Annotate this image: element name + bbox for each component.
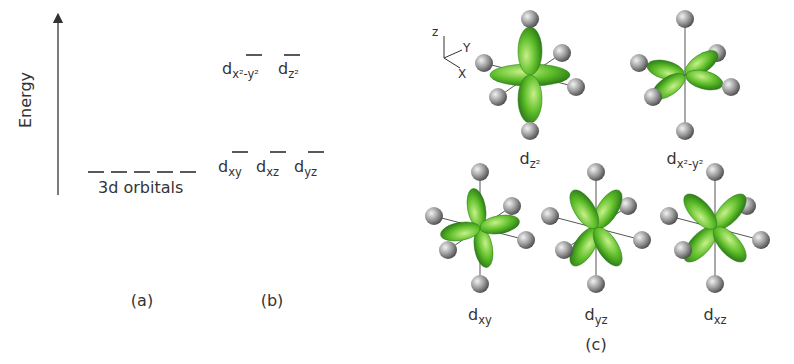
orbital-figure xyxy=(425,163,535,293)
energy-level xyxy=(111,171,127,173)
axis-label: X xyxy=(458,68,466,81)
orbital-label: dz² xyxy=(278,60,299,78)
caption-label: (a) xyxy=(131,292,153,310)
energy-level xyxy=(284,54,300,56)
energy-level xyxy=(157,171,173,173)
axes-icon xyxy=(444,36,462,68)
energy-axis xyxy=(57,18,58,195)
orbital-label: dxz xyxy=(703,306,726,324)
caption-label: Energy xyxy=(17,72,35,128)
caption-label: (c) xyxy=(585,336,606,354)
energy-level xyxy=(308,151,324,153)
caption-label: 3d orbitals xyxy=(98,179,183,197)
caption-label: (b) xyxy=(261,292,284,310)
orbital-label: dxy xyxy=(468,306,492,324)
orbital-figure xyxy=(541,163,651,293)
orbital-label: dx²-y² xyxy=(667,150,704,168)
axis-label: z xyxy=(432,26,438,39)
energy-level xyxy=(134,171,150,173)
orbital-label: dxz xyxy=(256,158,279,176)
energy-level xyxy=(180,171,196,173)
orbital-label: dx²-y² xyxy=(222,60,259,78)
axis-label: Y xyxy=(463,42,470,55)
energy-level xyxy=(88,171,104,173)
orbital-label: dz² xyxy=(520,150,541,168)
orbital-figure xyxy=(630,10,740,140)
energy-level xyxy=(246,54,262,56)
orbital-label: dyz xyxy=(294,158,317,176)
orbital-label: dxy xyxy=(218,158,242,176)
orbital-figure xyxy=(660,163,770,293)
orbital-figure xyxy=(475,10,585,140)
orbital-label: dyz xyxy=(584,306,607,324)
energy-level xyxy=(270,151,286,153)
energy-level xyxy=(232,151,248,153)
